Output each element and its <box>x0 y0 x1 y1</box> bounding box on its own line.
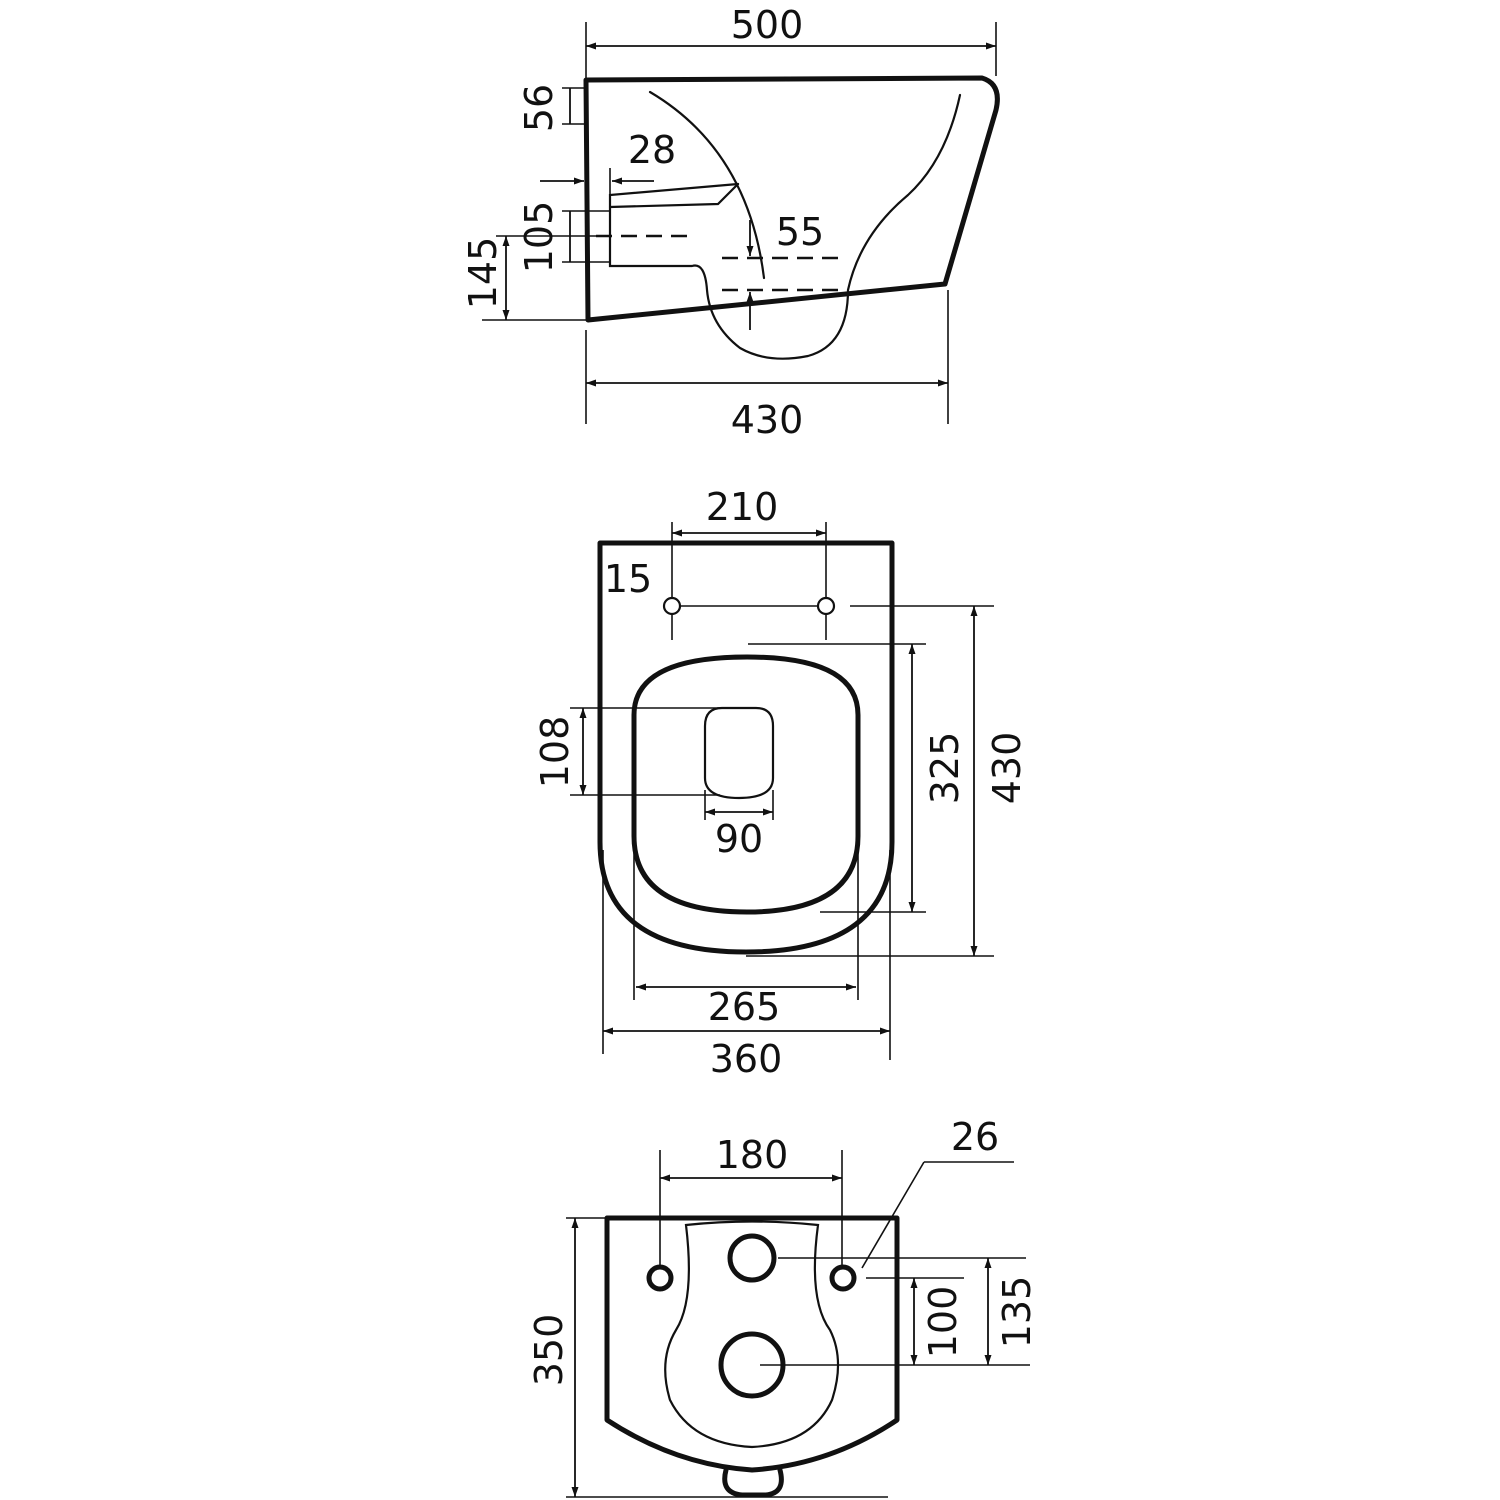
rear-view-back-recess <box>664 1220 840 1449</box>
dim-top-opening-length: 108 <box>533 716 577 789</box>
side-view-bowl-back-curve <box>648 90 766 280</box>
dim-side-outlet-height: 105 <box>517 201 561 274</box>
dim-top-hinge-setback: 15 <box>604 557 652 601</box>
bolt-hole-right <box>829 1264 857 1292</box>
bolt-hole-left <box>646 1264 674 1292</box>
dim-side-base-length: 430 <box>731 398 804 442</box>
rear-view-outline <box>604 1215 900 1473</box>
dim-rear-bolt-diameter: 26 <box>951 1115 999 1159</box>
top-view-seat-ring <box>631 654 861 915</box>
dim-side-top-rim-height: 56 <box>517 84 561 132</box>
dim-top-bowl-width: 265 <box>708 985 781 1029</box>
top-view-opening <box>703 706 775 800</box>
dim-side-outlet-offset: 28 <box>628 128 676 172</box>
dim-side-overall-length: 500 <box>731 3 804 47</box>
dim-top-hinge-spacing: 210 <box>706 485 779 529</box>
side-view-outline <box>583 75 1000 323</box>
dim-rear-bolt-spacing: 180 <box>716 1133 789 1177</box>
hinge-hole-right <box>816 596 836 616</box>
dim-side-water-seal: 55 <box>776 210 824 254</box>
dim-rear-bolt-diameter-leader <box>861 1161 925 1269</box>
inlet-hole <box>727 1233 777 1283</box>
dim-top-overall-width: 360 <box>710 1037 783 1081</box>
dim-top-opening-width: 90 <box>715 817 763 861</box>
dim-side-mounting-height: 145 <box>461 237 505 310</box>
dim-rear-bolt-outlet-distance: 135 <box>995 1276 1039 1349</box>
rear-view-bottom-spigot <box>722 1467 784 1498</box>
side-view-flush-channel <box>608 182 740 209</box>
top-view-outline <box>597 540 895 955</box>
rear-view: 180 26 350 100 135 <box>527 1115 1039 1498</box>
hinge-hole-left <box>662 596 682 616</box>
dim-rear-inlet-outlet-distance: 100 <box>921 1286 965 1359</box>
dim-top-overall-length: 430 <box>985 732 1029 805</box>
side-view-bowl-front-curve <box>608 93 962 360</box>
side-view: 500 56 28 105 145 55 430 <box>461 3 1000 442</box>
top-view: 210 15 108 90 325 430 265 360 <box>533 485 1029 1081</box>
dim-rear-overall-height: 350 <box>527 1314 571 1387</box>
dim-top-bowl-length: 325 <box>923 732 967 805</box>
